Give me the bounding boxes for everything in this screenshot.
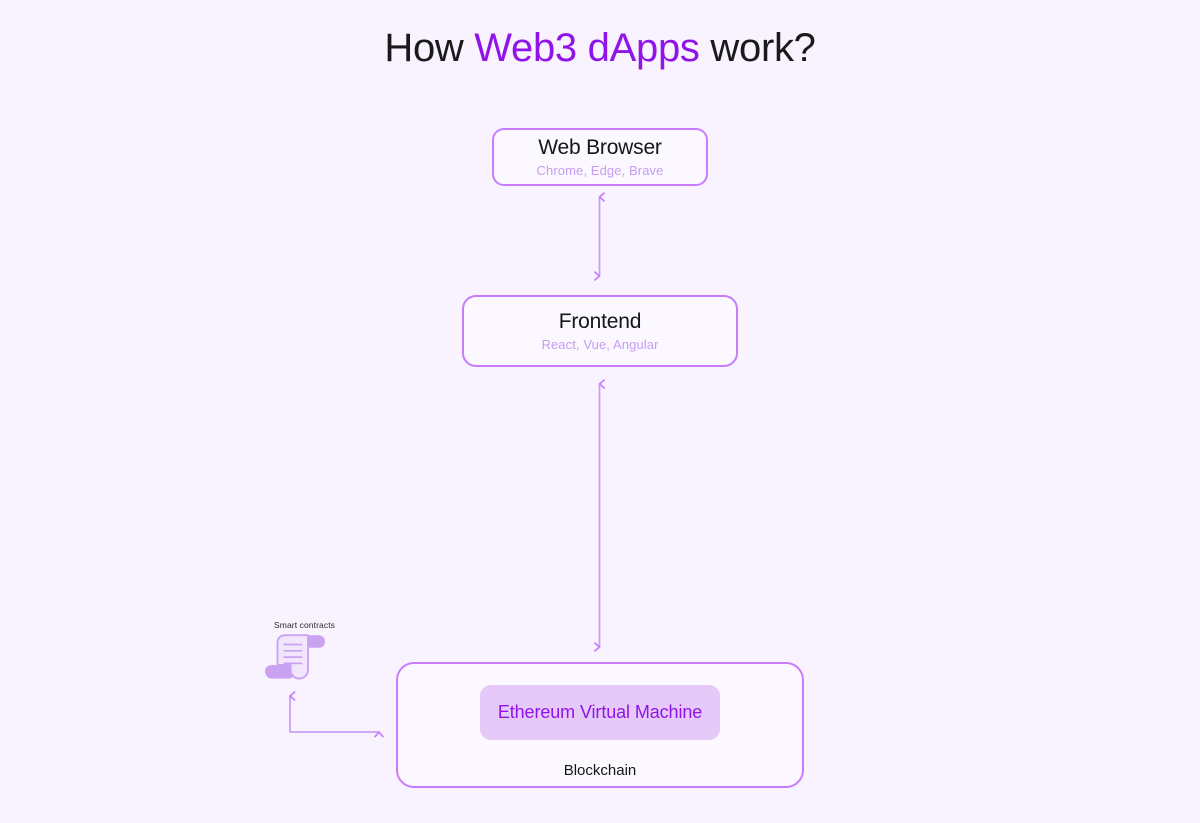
smart-contracts-group[interactable]: Smart contracts: [262, 620, 352, 690]
node-web-browser[interactable]: Web Browser Chrome, Edge, Brave: [492, 128, 708, 186]
node-web-browser-subtitle: Chrome, Edge, Brave: [536, 163, 664, 179]
scroll-document-icon: [265, 634, 325, 680]
node-frontend-subtitle: React, Vue, Angular: [541, 337, 659, 353]
node-blockchain-label: Blockchain: [563, 762, 637, 779]
node-ethereum-virtual-machine[interactable]: Ethereum Virtual Machine: [480, 685, 720, 740]
page-title: How Web3 dApps work?: [0, 26, 1200, 71]
title-after: work?: [699, 26, 816, 70]
node-blockchain[interactable]: Ethereum Virtual Machine Blockchain: [396, 662, 804, 788]
node-frontend-title: Frontend: [558, 309, 642, 333]
title-highlight: Web3 dApps: [474, 26, 700, 70]
node-frontend[interactable]: Frontend React, Vue, Angular: [462, 295, 738, 367]
smart-contracts-blockchain-connector: [289, 691, 384, 738]
smart-contracts-label: Smart contracts: [274, 620, 336, 630]
node-web-browser-title: Web Browser: [538, 135, 662, 159]
title-before: How: [384, 26, 475, 70]
